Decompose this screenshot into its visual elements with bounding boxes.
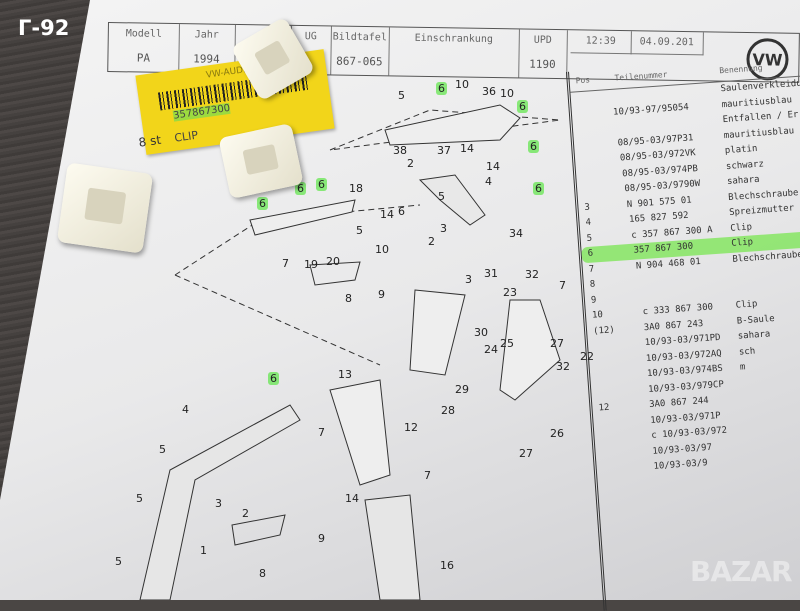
- callout-number: 20: [326, 255, 340, 268]
- callout-number: 5: [115, 555, 122, 568]
- callout-number: 6: [295, 182, 306, 195]
- tag-brand: VW-AUDI: [205, 65, 247, 81]
- callout-number: 7: [559, 279, 566, 292]
- roof-rail-trim: [249, 199, 356, 236]
- callout-number: 24: [484, 343, 498, 356]
- callout-number: 32: [556, 360, 570, 373]
- callout-number: 6: [436, 82, 447, 95]
- tag-part-name: CLIP: [173, 128, 199, 145]
- callout-number: 3: [465, 273, 472, 286]
- plastic-clip: [56, 162, 154, 254]
- callout-number: 14: [380, 208, 394, 221]
- pillar-trim: [418, 174, 486, 226]
- callout-number: 8: [259, 567, 266, 580]
- callout-number: 6: [517, 100, 528, 113]
- callout-number: 10: [500, 87, 514, 100]
- callout-number: 7: [424, 469, 431, 482]
- callout-number: 14: [486, 160, 500, 173]
- callout-number: 6: [533, 182, 544, 195]
- callout-number: 31: [484, 267, 498, 280]
- callout-number: 2: [428, 235, 435, 248]
- a-pillar-trim: [139, 404, 301, 600]
- callout-number: 5: [438, 190, 445, 203]
- grab-handle: [309, 261, 361, 286]
- callout-number: 10: [455, 78, 469, 91]
- callout-number: 36: [482, 85, 496, 98]
- callout-number: 37: [437, 144, 451, 157]
- callout-number: 14: [460, 142, 474, 155]
- callout-number: 6: [528, 140, 539, 153]
- callout-number: 29: [455, 383, 469, 396]
- callout-number: 22: [580, 350, 594, 363]
- callout-number: 4: [182, 403, 189, 416]
- callout-number: 27: [550, 337, 564, 350]
- upper-trim: [384, 104, 521, 146]
- callout-number: 6: [257, 197, 268, 210]
- callout-number: 18: [349, 182, 363, 195]
- callout-number: 8: [345, 292, 352, 305]
- callout-number: 32: [525, 268, 539, 281]
- grab-handle: [231, 514, 286, 546]
- callout-number: 38: [393, 144, 407, 157]
- callout-number: 30: [474, 326, 488, 339]
- listing-code-label: Г-92: [18, 16, 70, 40]
- c-pillar-trim: [499, 299, 561, 401]
- lower-pillar-trim: [364, 494, 421, 600]
- diagram-guide-line: [174, 274, 381, 366]
- callout-number: 19: [304, 258, 318, 271]
- callout-number: 2: [407, 157, 414, 170]
- callout-number: 5: [356, 224, 363, 237]
- bazar-watermark: BAZAR: [690, 555, 793, 588]
- callout-number: 7: [318, 426, 325, 439]
- callout-number: 3: [440, 222, 447, 235]
- pillar-cover: [329, 379, 391, 486]
- b-pillar-trim: [409, 289, 466, 376]
- callout-number: 9: [318, 532, 325, 545]
- callout-number: 4: [485, 175, 492, 188]
- callout-number: 5: [398, 89, 405, 102]
- callout-number: 6: [316, 178, 327, 191]
- callout-number: 28: [441, 404, 455, 417]
- callout-number: 1: [200, 544, 207, 557]
- callout-number: 23: [503, 286, 517, 299]
- callout-number: 26: [550, 427, 564, 440]
- callout-number: 3: [215, 497, 222, 510]
- callout-number: 6: [398, 205, 405, 218]
- callout-number: 16: [440, 559, 454, 572]
- callout-number: 14: [345, 492, 359, 505]
- callout-number: 9: [378, 288, 385, 301]
- callout-number: 5: [159, 443, 166, 456]
- callout-number: 27: [519, 447, 533, 460]
- callout-number: 12: [404, 421, 418, 434]
- callout-number: 6: [268, 372, 279, 385]
- callout-number: 2: [242, 507, 249, 520]
- callout-number: 7: [282, 257, 289, 270]
- callout-number: 25: [500, 337, 514, 350]
- callout-number: 5: [136, 492, 143, 505]
- callout-number: 10: [375, 243, 389, 256]
- tag-quantity: 8 st: [137, 132, 162, 150]
- callout-number: 34: [509, 227, 523, 240]
- callout-number: 13: [338, 368, 352, 381]
